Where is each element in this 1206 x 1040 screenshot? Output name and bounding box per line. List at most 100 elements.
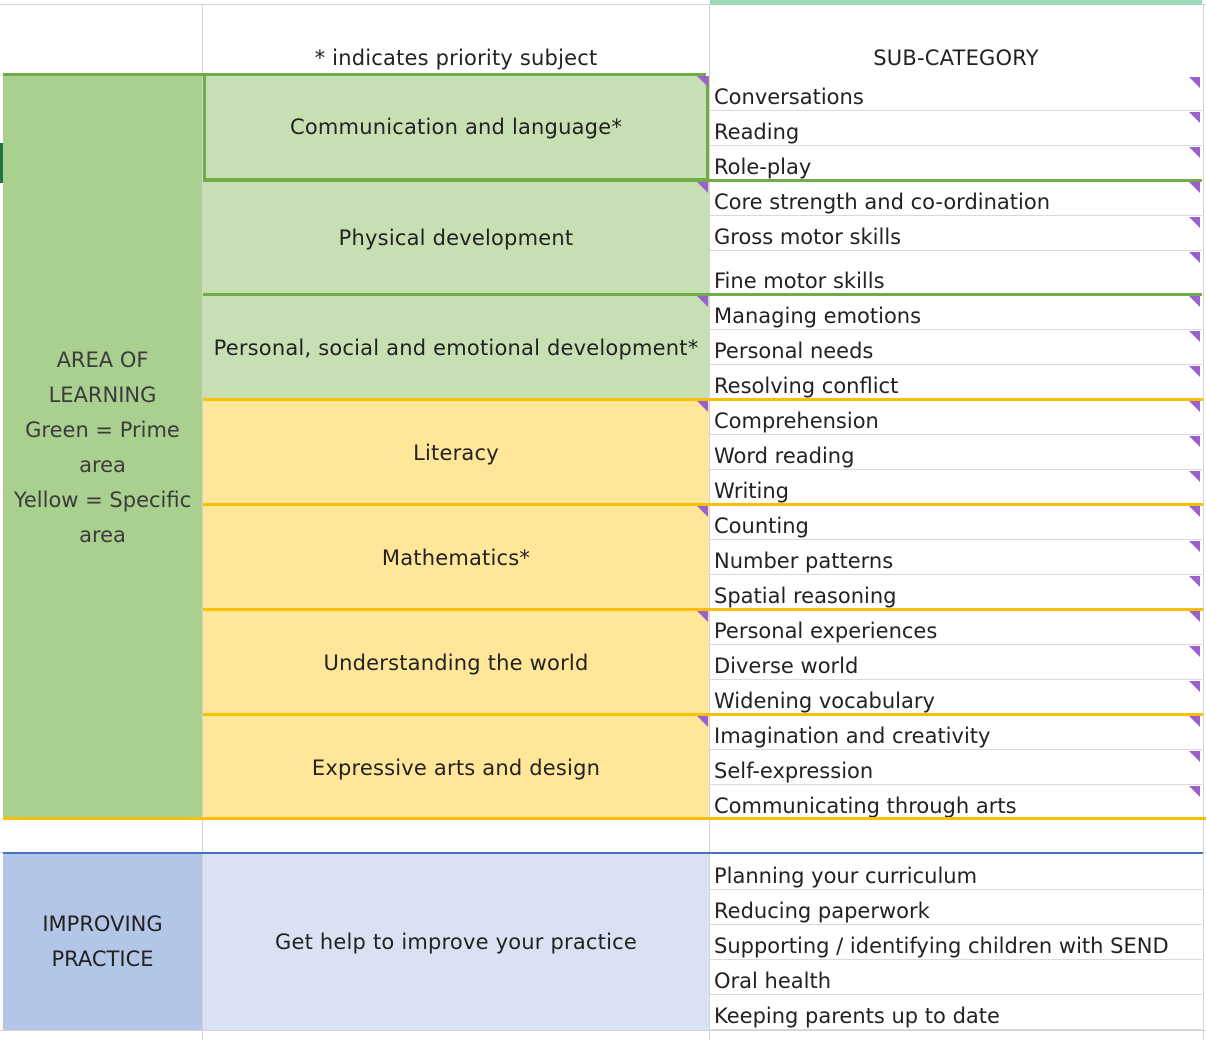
category-expressive-arts[interactable]: Expressive arts and design bbox=[203, 715, 709, 820]
group-border bbox=[203, 713, 1203, 716]
comment-marker-icon[interactable] bbox=[1189, 366, 1200, 377]
category-mathematics[interactable]: Mathematics* bbox=[203, 505, 709, 610]
subcategory-row[interactable]: Conversations bbox=[710, 76, 1202, 111]
priority-note[interactable]: * indicates priority subject bbox=[314, 46, 598, 70]
subcategory-label: Self-expression bbox=[714, 759, 874, 783]
subcategory-row[interactable]: Counting bbox=[710, 505, 1202, 540]
subcategory-label: Personal experiences bbox=[714, 619, 938, 643]
subcategory-label: Imagination and creativity bbox=[714, 724, 991, 748]
subcategory-row[interactable]: Supporting / identifying children with S… bbox=[710, 925, 1202, 960]
subcategory-row[interactable]: Oral health bbox=[710, 960, 1202, 995]
group-border bbox=[203, 293, 1202, 296]
comment-marker-icon[interactable] bbox=[697, 401, 708, 412]
subcategory-row[interactable]: Self-expression bbox=[710, 750, 1202, 785]
subcategory-label: Resolving conflict bbox=[714, 374, 899, 398]
comment-marker-icon[interactable] bbox=[1189, 716, 1200, 727]
subcategory-label: Writing bbox=[714, 479, 789, 503]
subcategory-row[interactable]: Managing emotions bbox=[710, 295, 1202, 330]
subcategory-label: Gross motor skills bbox=[714, 225, 902, 249]
comment-marker-icon[interactable] bbox=[1189, 296, 1200, 307]
group-border bbox=[3, 817, 1206, 820]
col-separator-c bbox=[1203, 5, 1204, 1040]
subcategory-label: Supporting / identifying children with S… bbox=[714, 934, 1169, 958]
subcategory-row[interactable]: Reading bbox=[710, 111, 1202, 146]
subcategory-row[interactable]: Reducing paperwork bbox=[710, 890, 1202, 925]
comment-marker-icon[interactable] bbox=[1189, 611, 1200, 622]
subcategory-row[interactable]: Imagination and creativity bbox=[710, 715, 1202, 750]
subcategory-label: Diverse world bbox=[714, 654, 859, 678]
subcategory-row[interactable]: Personal needs bbox=[710, 330, 1202, 365]
subcategory-label: Core strength and co-ordination bbox=[714, 190, 1051, 214]
subcategory-header[interactable]: SUB-CATEGORY bbox=[873, 46, 1039, 70]
comment-marker-icon[interactable] bbox=[697, 716, 708, 727]
subcategory-row[interactable]: Fine motor skills bbox=[710, 251, 1202, 295]
subcategory-row[interactable]: Widening vocabulary bbox=[710, 680, 1202, 715]
subcategory-label: Communicating through arts bbox=[714, 794, 1017, 818]
comment-marker-icon[interactable] bbox=[1189, 576, 1200, 587]
subcategory-label: Conversations bbox=[714, 85, 864, 109]
comment-marker-icon[interactable] bbox=[1189, 217, 1200, 228]
comment-marker-icon[interactable] bbox=[1189, 506, 1200, 517]
comment-marker-icon[interactable] bbox=[1189, 147, 1200, 158]
subcategory-row[interactable]: Word reading bbox=[710, 435, 1202, 470]
group-border bbox=[203, 179, 1202, 182]
subcategory-row[interactable]: Spatial reasoning bbox=[710, 575, 1202, 610]
comment-marker-icon[interactable] bbox=[1189, 681, 1200, 692]
subcategory-row[interactable]: Resolving conflict bbox=[710, 365, 1202, 400]
category-physical-development[interactable]: Physical development bbox=[203, 181, 709, 295]
subcategory-label: Oral health bbox=[714, 969, 832, 993]
selection-accent bbox=[710, 0, 1202, 5]
area-of-learning-label: AREA OF LEARNING Green = Prime area Yell… bbox=[13, 347, 192, 547]
improving-practice-cell[interactable]: IMPROVING PRACTICE bbox=[3, 854, 202, 1030]
col-separator-b bbox=[709, 5, 710, 1040]
subcategory-label: Number patterns bbox=[714, 549, 894, 573]
subcategory-label: Reading bbox=[714, 120, 800, 144]
comment-marker-icon[interactable] bbox=[1189, 471, 1200, 482]
subcategory-row[interactable]: Planning your curriculum bbox=[710, 854, 1202, 890]
subcategory-row[interactable]: Keeping parents up to date bbox=[710, 995, 1202, 1030]
comment-marker-icon[interactable] bbox=[697, 506, 708, 517]
comment-marker-icon[interactable] bbox=[1189, 77, 1200, 88]
category-understanding-world[interactable]: Understanding the world bbox=[203, 610, 709, 715]
comment-marker-icon[interactable] bbox=[697, 611, 708, 622]
category-personal-social-emotional[interactable]: Personal, social and emotional developme… bbox=[203, 295, 709, 400]
comment-marker-icon[interactable] bbox=[1189, 112, 1200, 123]
comment-marker-icon[interactable] bbox=[1189, 331, 1200, 342]
comment-marker-icon[interactable] bbox=[697, 76, 708, 87]
subcategory-label: Comprehension bbox=[714, 409, 879, 433]
subcategory-row[interactable]: Core strength and co-ordination bbox=[710, 181, 1202, 216]
category-improve-practice[interactable]: Get help to improve your practice bbox=[203, 854, 709, 1030]
subcategory-row[interactable]: Personal experiences bbox=[710, 610, 1202, 645]
comment-marker-icon[interactable] bbox=[697, 296, 708, 307]
top-border bbox=[0, 4, 1206, 5]
comment-marker-icon[interactable] bbox=[1189, 182, 1200, 193]
comment-marker-icon[interactable] bbox=[1189, 401, 1200, 412]
area-of-learning-cell[interactable]: AREA OF LEARNING Green = Prime area Yell… bbox=[3, 76, 202, 819]
comment-marker-icon[interactable] bbox=[697, 182, 708, 193]
subcategory-label: Planning your curriculum bbox=[714, 864, 978, 888]
subcategory-row[interactable]: Writing bbox=[710, 470, 1202, 505]
comment-marker-icon[interactable] bbox=[1189, 751, 1200, 762]
subcategory-label: Widening vocabulary bbox=[714, 689, 935, 713]
subcategory-row[interactable]: Comprehension bbox=[710, 400, 1202, 435]
comment-marker-icon[interactable] bbox=[1189, 786, 1200, 797]
comment-marker-icon[interactable] bbox=[1189, 252, 1200, 263]
col-separator-a bbox=[202, 5, 203, 1040]
comment-marker-icon[interactable] bbox=[1189, 541, 1200, 552]
comment-marker-icon[interactable] bbox=[1189, 436, 1200, 447]
subcategory-label: Word reading bbox=[714, 444, 855, 468]
group-border bbox=[203, 503, 1203, 506]
subcategory-row[interactable]: Communicating through arts bbox=[710, 785, 1202, 820]
row-gridline bbox=[0, 1030, 1206, 1031]
category-communication-language[interactable]: Communication and language* bbox=[203, 76, 709, 181]
subcategory-row[interactable]: Role-play bbox=[710, 146, 1202, 181]
header-bottom-border bbox=[3, 73, 706, 76]
subcategory-row[interactable]: Number patterns bbox=[710, 540, 1202, 575]
subcategory-row[interactable]: Gross motor skills bbox=[710, 216, 1202, 251]
group-border bbox=[203, 398, 1203, 401]
comment-marker-icon[interactable] bbox=[1189, 646, 1200, 657]
subcategory-row[interactable]: Diverse world bbox=[710, 645, 1202, 680]
subcategory-label: Personal needs bbox=[714, 339, 874, 363]
subcategory-label: Role-play bbox=[714, 155, 812, 179]
category-literacy[interactable]: Literacy bbox=[203, 400, 709, 505]
